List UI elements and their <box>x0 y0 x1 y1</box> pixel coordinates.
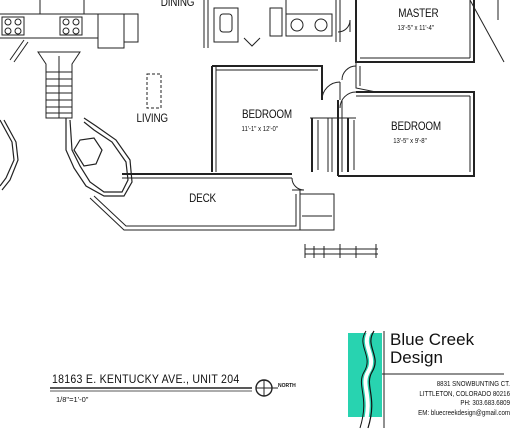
company-phone: PH: 303.683.6809 <box>460 400 510 407</box>
property-address: 18163 E. KENTUCKY AVE., UNIT 204 <box>52 372 240 386</box>
closet-doors <box>310 117 356 172</box>
deck-outline <box>89 190 335 231</box>
bay-window-right <box>65 117 133 197</box>
north-arrow-icon <box>255 379 278 397</box>
logo-frame <box>372 331 504 428</box>
bay-window-left <box>0 119 19 191</box>
drawing-scale: 1/8"=1'-0" <box>56 395 89 404</box>
window-symbol <box>146 73 162 109</box>
door-swings <box>291 19 357 191</box>
room-label-deck: DECK <box>189 193 216 205</box>
scale-bar <box>304 244 378 258</box>
master-walls <box>355 0 505 63</box>
company-street: 8831 SNOWBUNTING CT. <box>436 381 510 388</box>
room-size-bedroom-2: 13'-5" x 9'-8" <box>393 136 427 145</box>
room-label-master: MASTER <box>398 8 439 20</box>
master-closet <box>355 62 377 93</box>
stairs <box>9 39 81 119</box>
room-label-bedroom-2: BEDROOM <box>391 121 441 133</box>
room-label-living: LIVING <box>136 113 169 125</box>
room-label-dining: DINING <box>160 0 195 9</box>
bathroom-fixtures <box>203 0 341 48</box>
title-underline <box>50 387 252 392</box>
north-label: NORTH <box>278 383 296 389</box>
company-city: LITTLETON, COLORADO 80216 <box>419 390 510 398</box>
kitchen-counter <box>0 0 139 49</box>
logo-icon <box>348 329 382 429</box>
room-size-master: 13'-5" x 11'-4" <box>397 23 435 32</box>
company-contact: 8831 SNOWBUNTING CT. LITTLETON, COLORADO… <box>404 380 510 418</box>
company-name-line-1: Blue Creek <box>390 330 475 349</box>
company-name-line-2: Design <box>390 348 443 367</box>
company-email: EM: bluecreekdesign@gmail.com <box>418 409 510 417</box>
company-name: Blue Creek Design <box>390 331 474 367</box>
bedroom-walls <box>122 65 475 179</box>
room-size-bedroom-1: 11'-1" x 12'-0" <box>241 124 279 133</box>
room-label-bedroom-1: BEDROOM <box>242 109 292 121</box>
